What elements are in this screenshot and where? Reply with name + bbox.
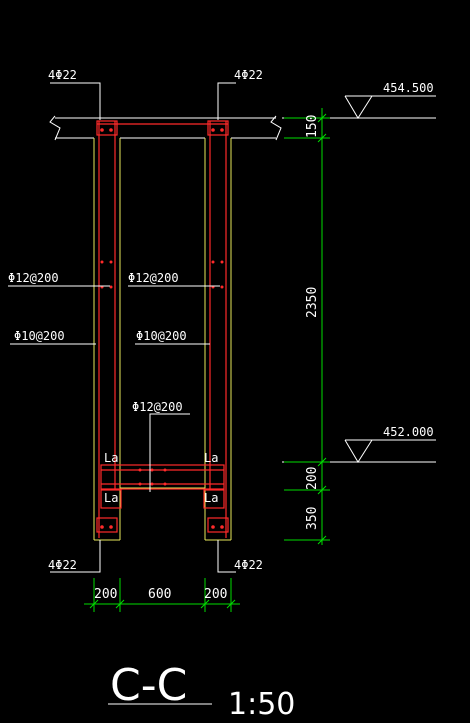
label-bottom-left-bars: 4Φ22 (48, 558, 77, 572)
dim-v-150: 150 (305, 115, 320, 138)
wall-outline (93, 138, 232, 541)
label-top-left-bars: 4Φ22 (48, 68, 77, 82)
elevation-marker-bottom (282, 439, 436, 463)
label-la-4: La (204, 491, 218, 505)
label-top-right-bars: 4Φ22 (234, 68, 263, 82)
dim-v-2350: 2350 (305, 287, 320, 318)
concrete-outline (49, 115, 282, 141)
vertical-dimension (284, 108, 330, 545)
label-horiz-bars-left: Φ12@200 (8, 271, 59, 285)
dim-h-200-left: 200 (94, 587, 117, 602)
label-la-2: La (204, 451, 218, 465)
section-scale: 1:50 (228, 687, 295, 722)
elevation-top: 454.500 (383, 81, 434, 95)
dim-v-200: 200 (305, 467, 320, 490)
horizontal-dimension (84, 578, 240, 612)
label-stirrup-left: Φ10@200 (14, 329, 65, 343)
elevation-bottom: 452.000 (383, 425, 434, 439)
label-horiz-bars-mid: Φ12@200 (128, 271, 179, 285)
label-beam-bars: Φ12@200 (132, 400, 183, 414)
rebar (96, 120, 229, 538)
label-stirrup-mid: Φ10@200 (136, 329, 187, 343)
dim-h-200-right: 200 (204, 587, 227, 602)
dim-v-350: 350 (305, 507, 320, 530)
section-title: C-C (110, 660, 187, 711)
dim-h-600: 600 (148, 587, 171, 602)
label-la-1: La (104, 451, 118, 465)
leader-lines (8, 82, 236, 573)
label-bottom-right-bars: 4Φ22 (234, 558, 263, 572)
label-la-3: La (104, 491, 118, 505)
